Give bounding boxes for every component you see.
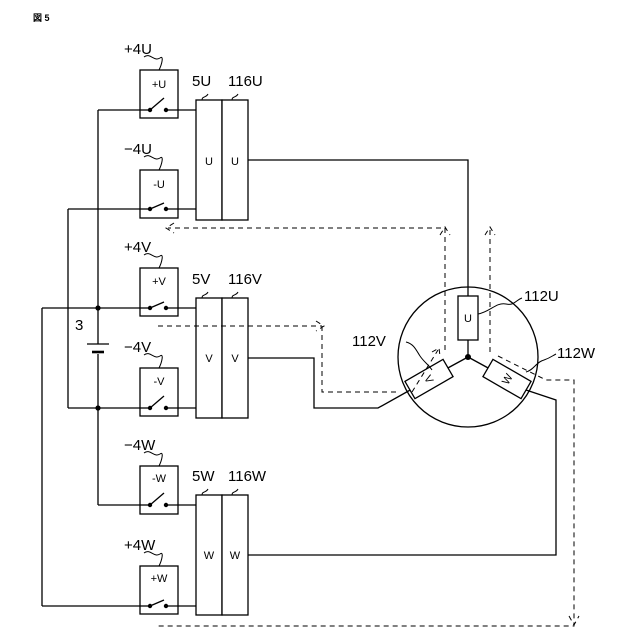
phase-output-wiring <box>248 160 556 555</box>
switch-plus-u: +U +4U <box>124 41 196 118</box>
switch-inner-label: +U <box>152 79 166 91</box>
sensor-inner-label: V <box>231 353 239 365</box>
switch-label: −4W <box>124 437 156 454</box>
switch-inner-label: +V <box>152 276 166 288</box>
battery: 3 <box>75 317 109 352</box>
switch-label: +4V <box>124 239 151 256</box>
switch-label: +4W <box>124 537 156 554</box>
coil-label: 112W <box>557 345 596 362</box>
coil-inner-label: U <box>464 313 472 325</box>
switch-label: −4V <box>124 339 151 356</box>
sensor-inner-label: W <box>230 550 241 562</box>
phase-v-modules: V V 5V 116V <box>192 271 262 418</box>
coil-label: 112U <box>524 288 559 305</box>
dc-bus-wiring <box>42 110 140 606</box>
phase-w-modules: W W 5W 116W <box>192 468 267 615</box>
sensor-label: 116W <box>228 468 267 485</box>
switch-plus-w: +W +4W <box>124 537 196 614</box>
inverter-inner-label: V <box>205 353 213 365</box>
switch-inner-label: -U <box>153 179 165 191</box>
phase-u-modules: U U 5U 116U <box>192 73 263 220</box>
switch-inner-label: -W <box>152 473 167 485</box>
switch-minus-v: -V −4V <box>124 339 196 416</box>
inverter-label: 5V <box>192 271 210 288</box>
inverter-label: 5W <box>192 468 215 485</box>
inverter-inner-label: U <box>205 156 213 168</box>
sensor-label: 116U <box>228 73 263 90</box>
inverter-inner-label: W <box>204 550 215 562</box>
switch-inner-label: +W <box>151 573 168 585</box>
inverter-label: 5U <box>192 73 211 90</box>
coil-v: V 112V <box>352 333 453 399</box>
switch-label: +4U <box>124 41 152 58</box>
coil-label: 112V <box>352 333 386 350</box>
sensor-inner-label: U <box>231 156 239 168</box>
switch-minus-w: -W −4W <box>124 437 196 514</box>
switch-minus-u: -U −4U <box>124 141 196 218</box>
figure-label: 図 5 <box>33 13 50 23</box>
battery-label: 3 <box>75 317 83 334</box>
switch-plus-v: +V +4V <box>124 239 196 316</box>
coil-w: W 112W <box>483 345 596 399</box>
sensor-label: 116V <box>228 271 262 288</box>
switch-inner-label: -V <box>154 376 166 388</box>
motor: U 112U V 112V W 112W <box>352 287 596 427</box>
coil-u: U 112U <box>458 288 559 340</box>
switch-label: −4U <box>124 141 152 158</box>
